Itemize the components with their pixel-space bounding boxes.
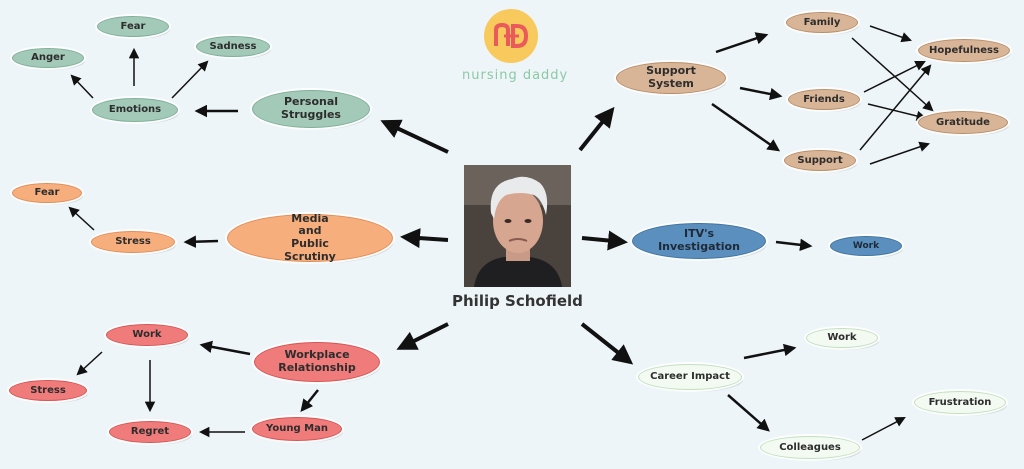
arrow-support-support bbox=[711, 102, 781, 152]
node-young-man[interactable]: Young Man bbox=[252, 417, 342, 441]
arrow-itv-work bbox=[775, 238, 813, 252]
node-hopefulness[interactable]: Hopefulness bbox=[918, 39, 1010, 62]
node-work-itv[interactable]: Work bbox=[830, 236, 902, 256]
node-workplace[interactable]: Workplace Relationship bbox=[254, 342, 380, 382]
center-label: Philip Schofield bbox=[452, 292, 583, 310]
node-itv[interactable]: ITV's Investigation bbox=[632, 223, 766, 259]
node-work-left[interactable]: Work bbox=[106, 324, 188, 346]
arrow-career-colleagues bbox=[727, 394, 770, 432]
arrow-workplace-work bbox=[199, 340, 251, 356]
node-regret[interactable]: Regret bbox=[109, 421, 191, 443]
arrow-colleagues-frustration bbox=[861, 417, 906, 441]
arrow-center-workplace bbox=[396, 322, 449, 350]
arrow-friends-hopefulness bbox=[863, 61, 926, 93]
node-stress-low[interactable]: Stress bbox=[9, 380, 87, 401]
arrow-support-family bbox=[715, 32, 769, 54]
logo-mark-icon bbox=[494, 22, 529, 48]
arrow-emotions-sadness bbox=[171, 60, 209, 99]
arrow-family-hopefulness bbox=[869, 25, 912, 43]
arrow-center-media bbox=[400, 228, 449, 249]
arrow-media-stress bbox=[183, 235, 219, 248]
node-colleagues[interactable]: Colleagues bbox=[760, 436, 860, 459]
arrow-center-support bbox=[578, 106, 615, 152]
node-work-career[interactable]: Work bbox=[806, 328, 878, 348]
logo-text: nursing daddy bbox=[462, 68, 569, 83]
node-career[interactable]: Career Impact bbox=[638, 364, 742, 390]
person-portrait-icon bbox=[464, 165, 571, 287]
node-stress-mid[interactable]: Stress bbox=[91, 231, 175, 253]
arrow-workplace-youngman bbox=[300, 389, 319, 412]
node-media[interactable]: Media and Public Scrutiny bbox=[227, 212, 393, 262]
node-personal-struggles[interactable]: Personal Struggles bbox=[252, 90, 370, 128]
node-anger[interactable]: Anger bbox=[12, 48, 84, 68]
center-photo bbox=[464, 165, 571, 287]
node-family[interactable]: Family bbox=[786, 12, 858, 33]
arrow-center-itv bbox=[581, 230, 628, 251]
node-fear-top[interactable]: Fear bbox=[97, 16, 169, 37]
arrow-center-personal bbox=[380, 119, 449, 154]
node-fear-mid[interactable]: Fear bbox=[12, 183, 82, 203]
arrow-center-career bbox=[580, 322, 634, 365]
node-support-system[interactable]: Support System bbox=[616, 62, 726, 94]
arrow-work-stress bbox=[76, 351, 103, 376]
arrow-family-gratitude bbox=[851, 37, 934, 112]
node-sadness[interactable]: Sadness bbox=[196, 36, 270, 57]
arrow-career-work bbox=[743, 343, 797, 360]
logo-icon bbox=[484, 9, 538, 63]
arrow-emotions-anger bbox=[70, 74, 94, 99]
arrow-support-gratitude bbox=[869, 141, 930, 165]
arrow-support-friends bbox=[739, 86, 783, 101]
node-emotions[interactable]: Emotions bbox=[92, 98, 178, 122]
arrow-support-hopefulness bbox=[859, 64, 932, 151]
arrow-stress-fear bbox=[68, 206, 95, 231]
node-friends[interactable]: Friends bbox=[788, 89, 860, 110]
arrow-friends-gratitude bbox=[867, 103, 928, 122]
node-frustration[interactable]: Frustration bbox=[914, 391, 1006, 414]
node-gratitude[interactable]: Gratitude bbox=[918, 111, 1008, 134]
node-support[interactable]: Support bbox=[784, 150, 856, 171]
